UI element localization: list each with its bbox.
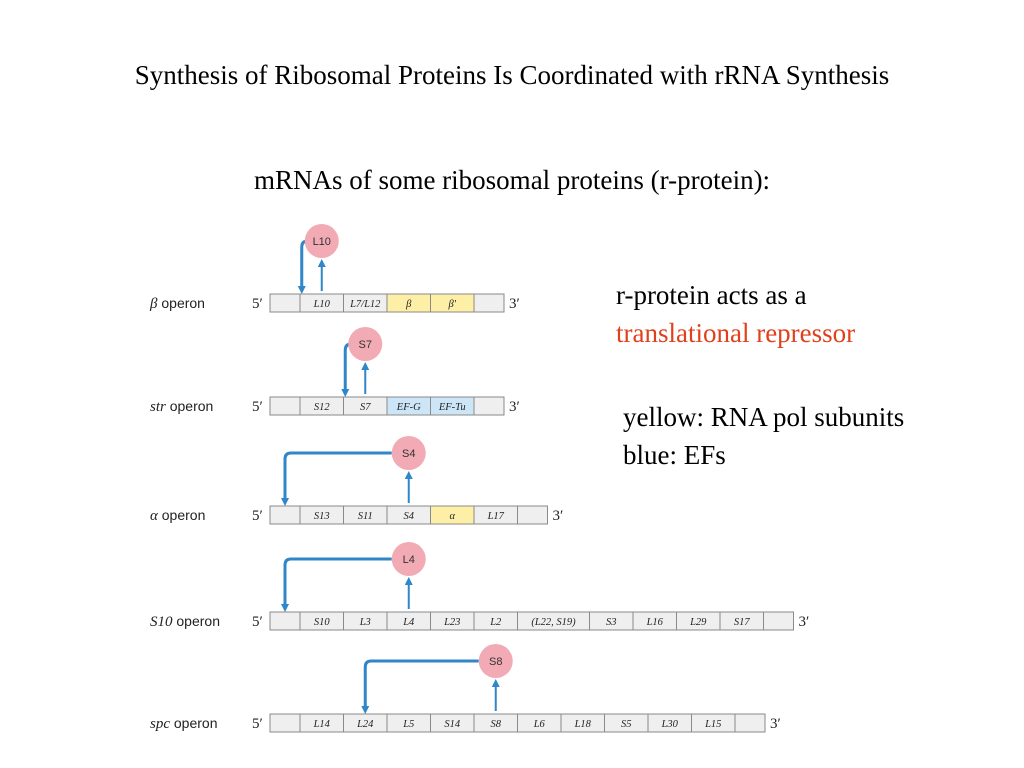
- operon-name: β operon: [149, 295, 205, 312]
- operon-name-suffix: operon: [158, 507, 205, 523]
- gene-label: S3: [606, 617, 617, 628]
- gene-cell: [734, 713, 766, 733]
- operon-name: S10 operon: [150, 613, 220, 630]
- gene-cell: [269, 293, 301, 313]
- gene-label: L30: [661, 719, 679, 730]
- three-prime-label: 3′: [799, 614, 810, 630]
- operon-name-suffix: operon: [166, 398, 213, 414]
- gene-label: S4: [404, 511, 415, 522]
- operon-name-prefix: α: [150, 508, 159, 524]
- five-prime-label: 5′: [252, 716, 263, 732]
- repressor-protein-circle: [304, 224, 339, 258]
- gene-label: L24: [356, 719, 374, 730]
- five-prime-label: 5′: [252, 296, 263, 312]
- gene-label: EF-Tu: [438, 402, 466, 413]
- five-prime-label: 5′: [252, 614, 263, 630]
- gene-label: L15: [704, 719, 721, 730]
- operon-name-suffix: operon: [173, 613, 220, 629]
- operon-name-prefix: spc: [150, 716, 170, 732]
- operon-name: str operon: [150, 398, 213, 415]
- repressor-protein-label: L4: [403, 554, 415, 566]
- repressor-note-line2: translational repressor: [616, 318, 856, 348]
- operon-row: α operon 5′ S13 S11 S4 α L17 3′ S4: [150, 436, 564, 525]
- gene-label: L16: [646, 617, 664, 628]
- gene-cell: [473, 396, 505, 416]
- gene-label: L4: [402, 617, 415, 628]
- gene-cell: [517, 505, 548, 525]
- gene-label: S12: [314, 402, 331, 413]
- gene-label: EF-G: [396, 402, 421, 413]
- operon-name-prefix: S10: [150, 614, 173, 630]
- operon-name-prefix: β: [149, 296, 158, 312]
- five-prime-label: 5′: [252, 508, 263, 524]
- gene-label: L6: [533, 719, 546, 730]
- operon-name: α operon: [150, 507, 205, 524]
- gene-cell: [269, 505, 301, 525]
- repressor-protein-label: S4: [402, 448, 415, 460]
- gene-label: S7: [360, 402, 371, 413]
- repressor-note-line1: r-protein acts as a: [616, 280, 807, 310]
- gene-label: L2: [489, 617, 502, 628]
- legend-yellow: yellow: RNA pol subunits: [623, 402, 905, 432]
- gene-label: β: [405, 299, 412, 310]
- operon-name-suffix: operon: [157, 295, 204, 311]
- gene-label: β′: [447, 299, 456, 310]
- repressor-protein-label: S7: [359, 339, 372, 351]
- three-prime-label: 3′: [509, 296, 520, 312]
- gene-label: α: [449, 511, 455, 522]
- feedback-arrow-icon: [361, 659, 479, 714]
- repressor-protein-label: S8: [489, 656, 502, 668]
- repressor-protein-label: L10: [313, 236, 331, 248]
- repressor-protein-circle: [391, 436, 426, 470]
- gene-cell: [763, 611, 794, 631]
- gene-label: L29: [689, 617, 707, 628]
- gene-cell: [269, 611, 301, 631]
- gene-label: L23: [443, 617, 460, 628]
- repressor-protein-circle: [391, 542, 426, 576]
- slide-subtitle: mRNAs of some ribosomal proteins (r-prot…: [253, 165, 771, 195]
- gene-label: S10: [314, 617, 331, 628]
- operon-name: spc operon: [150, 715, 217, 732]
- three-prime-label: 3′: [509, 399, 520, 415]
- gene-label: S13: [314, 511, 330, 522]
- gene-cell: [473, 293, 505, 313]
- gene-label: (L22, S19): [531, 617, 576, 628]
- gene-label: L17: [487, 511, 505, 522]
- gene-label: L7/L12: [349, 299, 381, 310]
- repressor-protein-circle: [478, 644, 513, 678]
- gene-label: S14: [444, 719, 461, 730]
- gene-label: S11: [358, 511, 373, 522]
- gene-cell: [269, 396, 301, 416]
- gene-cell: [269, 713, 301, 733]
- gene-label: S8: [491, 719, 502, 730]
- operon-name-suffix: operon: [170, 715, 217, 731]
- slide-title: Synthesis of Ribosomal Proteins Is Coord…: [134, 60, 890, 90]
- gene-label: S5: [621, 719, 632, 730]
- five-prime-label: 5′: [252, 399, 263, 415]
- gene-label: L3: [359, 617, 371, 628]
- legend-blue: blue: EFs: [623, 440, 726, 470]
- operon-name-prefix: str: [150, 399, 166, 415]
- three-prime-label: 3′: [553, 508, 564, 524]
- gene-label: S17: [734, 617, 751, 628]
- feedback-arrow-icon: [281, 557, 392, 612]
- gene-label: L14: [313, 719, 331, 730]
- gene-label: L10: [313, 299, 331, 310]
- feedback-arrow-icon: [281, 451, 392, 506]
- gene-label: L18: [574, 719, 592, 730]
- gene-label: L5: [402, 719, 414, 730]
- three-prime-label: 3′: [770, 716, 781, 732]
- repressor-protein-circle: [348, 327, 383, 361]
